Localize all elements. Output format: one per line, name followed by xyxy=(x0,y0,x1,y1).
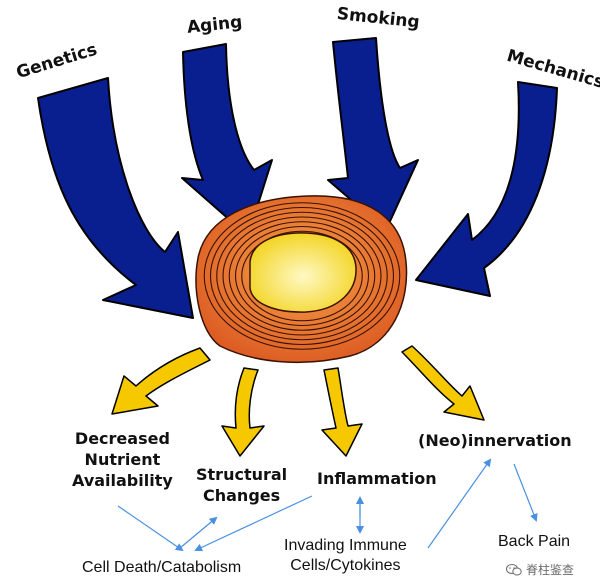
wechat-icon xyxy=(506,563,522,575)
annulus-ring xyxy=(234,225,370,327)
nutrient-arrow xyxy=(111,347,211,415)
label-immune: Invading Immune Cells/Cytokines xyxy=(284,536,407,576)
annulus-rings xyxy=(203,202,401,350)
neoinnervation-arrow xyxy=(401,345,485,421)
mechanics-arrow xyxy=(415,81,558,297)
effect-label-structural-line-1: Structural xyxy=(196,465,288,484)
link-inflammation-to-celldeath xyxy=(194,495,313,552)
link-immune-to-neoinnervation xyxy=(427,458,492,549)
label-immune-line-2: Cells/Cytokines xyxy=(290,557,401,574)
annulus-ring xyxy=(228,221,376,331)
annulus-ring xyxy=(222,216,382,336)
link-neoinnervation-to-backpain xyxy=(513,463,538,522)
label-cell-death: Cell Death/Catabolism xyxy=(82,559,242,576)
link-lines xyxy=(117,458,538,552)
watermark-text: 脊柱鉴查 xyxy=(526,563,575,577)
effect-label-neoinnervation: (Neo)innervation xyxy=(418,431,572,450)
effect-label-inflammation: Inflammation xyxy=(317,469,437,488)
annulus-ring xyxy=(216,211,388,341)
effect-label-structural: Structural Changes xyxy=(196,464,287,506)
effect-label-nutrient-line-1: Decreased xyxy=(74,429,170,448)
label-back-pain: Back Pain xyxy=(498,533,571,550)
effect-label-structural-line-2: Changes xyxy=(203,486,281,505)
watermark: 脊柱鉴查 xyxy=(506,561,574,578)
annulus-ring xyxy=(203,202,401,350)
annulus-ring xyxy=(241,230,363,322)
smoking-arrow xyxy=(327,37,419,231)
aging-arrow xyxy=(181,43,273,237)
inflammation-arrow xyxy=(321,367,363,457)
label-immune-line-1: Invading Immune xyxy=(284,537,407,554)
annulus-ring xyxy=(209,206,395,346)
effect-label-nutrient: Decreased Nutrient Availability xyxy=(72,428,173,491)
effect-label-nutrient-line-3: Availability xyxy=(72,471,173,490)
structural-arrow xyxy=(221,367,265,457)
effect-label-nutrient-line-2: Nutrient xyxy=(84,450,161,469)
genetics-arrow xyxy=(37,77,194,319)
nucleus-core xyxy=(249,232,357,313)
link-celldeath-to-structural xyxy=(179,516,218,549)
link-nutrient-to-celldeath xyxy=(117,505,184,552)
